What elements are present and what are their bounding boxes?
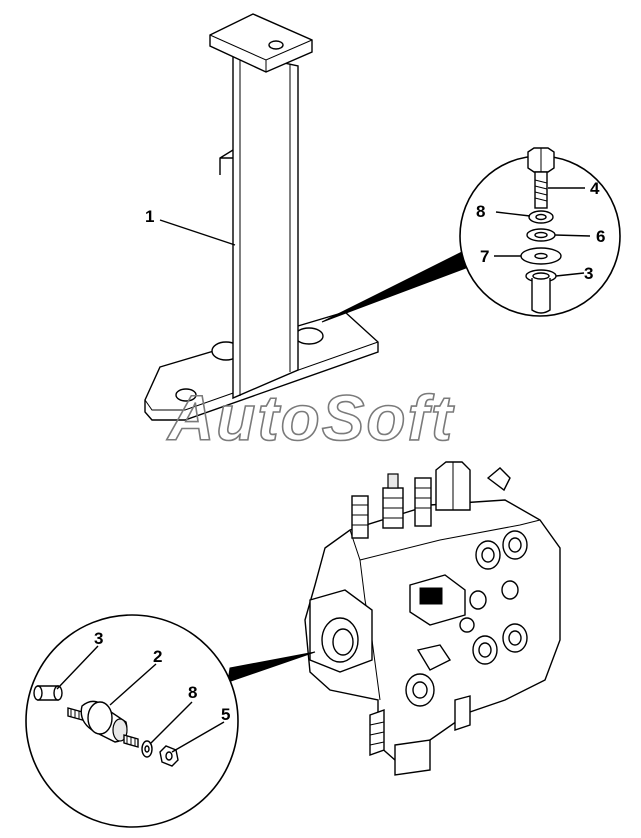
bushing-3-upper [525,269,557,314]
rubber-mount-2 [67,700,139,748]
detail-circle-lower [25,614,239,828]
base-hole-front [175,388,197,402]
callout-4: 4 [590,179,600,198]
callout-1: 1 [145,207,154,226]
callout-3-upper: 3 [584,264,593,283]
top-pad-hole [268,40,284,50]
leader-1 [159,219,236,246]
base-hole-right [294,327,324,345]
detail-pointer-upper [321,251,467,323]
bracket-top-pad [209,13,313,73]
mounting-bracket [144,13,379,421]
bracket-column [232,51,299,400]
spacer-3-lower [33,685,63,701]
callout-2: 2 [153,647,162,666]
callout-3-lower: 3 [94,629,103,648]
detail-pointer-lower [227,651,316,683]
valve-top-fittings [351,461,511,539]
nut-5 [159,745,179,767]
callout-8-upper: 8 [476,202,485,221]
callout-8-lower: 8 [188,683,197,702]
control-valve [304,461,561,776]
callout-5: 5 [221,705,230,724]
watermark: AutoSoft [166,382,455,454]
bolt-4 [527,147,555,209]
callout-6: 6 [596,227,605,246]
detail-circle-upper [459,147,621,317]
callout-7: 7 [480,247,489,266]
